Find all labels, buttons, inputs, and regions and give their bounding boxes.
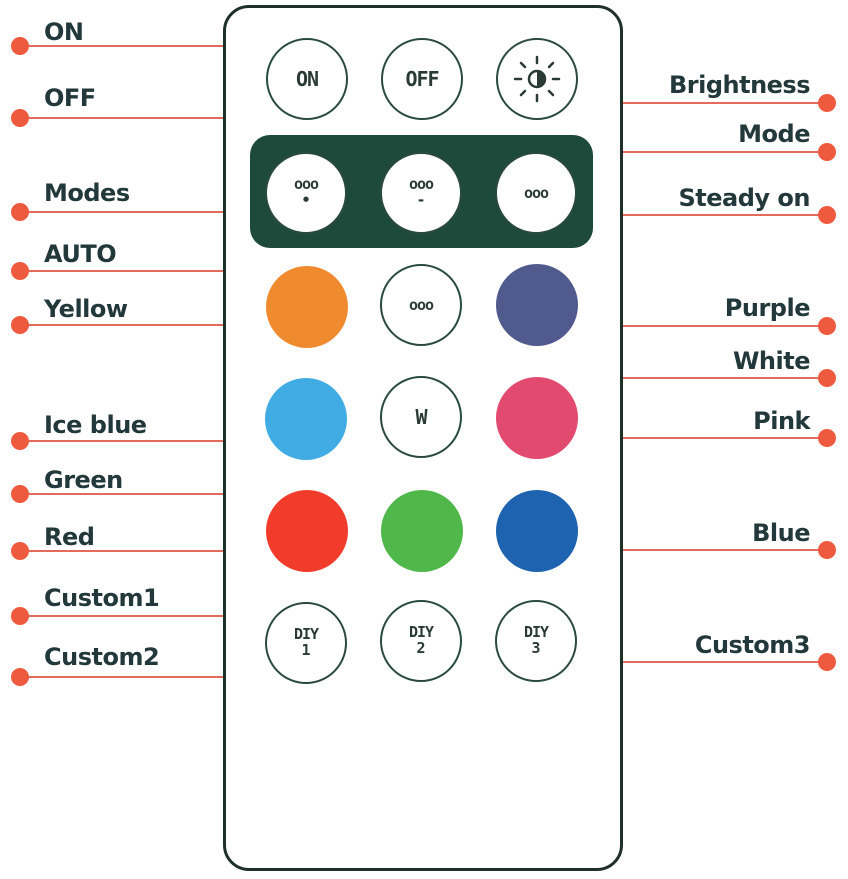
- label-steady-on: Steady on: [678, 184, 811, 212]
- dot-on: [11, 37, 29, 55]
- label-green: Green: [44, 466, 123, 494]
- brightness-button[interactable]: [496, 38, 578, 120]
- on-button-label: ON: [295, 67, 319, 91]
- custom2-button-label: DIY: [408, 623, 434, 642]
- custom3-button-label: DIY: [523, 623, 549, 642]
- custom2-button-number: 2: [416, 639, 426, 658]
- dot-ice-blue: [11, 432, 29, 450]
- label-brightness: Brightness: [668, 71, 811, 99]
- dot-yellow: [11, 316, 29, 334]
- ice-blue-button[interactable]: [265, 378, 347, 460]
- dot-pink: [818, 429, 836, 447]
- label-mode: Mode: [738, 120, 810, 148]
- white-button-label: W: [415, 405, 427, 429]
- mode-button-1-label: ooo: [293, 175, 319, 194]
- mode-dash-icon: -: [416, 191, 426, 210]
- mode-button-3-label: ooo: [523, 183, 549, 202]
- mode-button-3[interactable]: ooo: [495, 152, 577, 234]
- off-button[interactable]: OFF: [381, 38, 463, 120]
- label-modes: Modes: [44, 179, 130, 207]
- pink-button[interactable]: [496, 377, 578, 459]
- dot-auto: [11, 262, 29, 280]
- dot-custom1: [11, 607, 29, 625]
- label-custom3: Custom3: [694, 631, 811, 659]
- purple-button[interactable]: [496, 264, 578, 346]
- custom3-button[interactable]: DIY 3: [495, 600, 577, 682]
- label-auto: AUTO: [44, 240, 117, 268]
- label-white: White: [732, 347, 811, 375]
- dot-custom2: [11, 668, 29, 686]
- green-button[interactable]: [381, 490, 463, 572]
- dot-white: [818, 369, 836, 387]
- dot-custom3: [818, 653, 836, 671]
- dot-green: [11, 485, 29, 503]
- label-on: ON: [44, 18, 84, 46]
- custom1-button-label: DIY: [293, 625, 319, 644]
- custom2-button[interactable]: DIY 2: [380, 600, 462, 682]
- dot-brightness: [818, 94, 836, 112]
- mode-dot-icon: •: [301, 191, 311, 210]
- dot-steady-on: [818, 206, 836, 224]
- label-pink: Pink: [753, 407, 810, 435]
- label-blue: Blue: [752, 519, 810, 547]
- dot-modes: [11, 203, 29, 221]
- label-custom1: Custom1: [44, 584, 160, 612]
- dot-mode: [818, 143, 836, 161]
- red-button[interactable]: [266, 490, 348, 572]
- label-yellow: Yellow: [44, 295, 128, 323]
- custom3-button-number: 3: [531, 639, 541, 658]
- dot-purple: [818, 317, 836, 335]
- custom1-button[interactable]: DIY 1: [265, 602, 347, 684]
- mode-button-2[interactable]: ooo -: [380, 152, 462, 234]
- white-button[interactable]: W: [380, 376, 462, 458]
- label-red: Red: [44, 523, 95, 551]
- label-ice-blue: Ice blue: [44, 411, 147, 439]
- label-purple: Purple: [724, 294, 811, 322]
- dot-red: [11, 542, 29, 560]
- brightness-icon: [513, 55, 561, 103]
- mode-button-1[interactable]: ooo •: [265, 152, 347, 234]
- blue-button[interactable]: [496, 490, 578, 572]
- auto-button-label: ooo: [408, 295, 434, 314]
- yellow-button[interactable]: [266, 266, 348, 348]
- label-off: OFF: [44, 84, 96, 112]
- dot-off: [11, 109, 29, 127]
- label-custom2: Custom2: [44, 643, 160, 671]
- dot-blue: [818, 541, 836, 559]
- off-button-label: OFF: [405, 67, 439, 91]
- on-button[interactable]: ON: [266, 38, 348, 120]
- custom1-button-number: 1: [301, 641, 311, 660]
- mode-button-2-label: ooo: [408, 175, 434, 194]
- auto-button[interactable]: ooo: [380, 264, 462, 346]
